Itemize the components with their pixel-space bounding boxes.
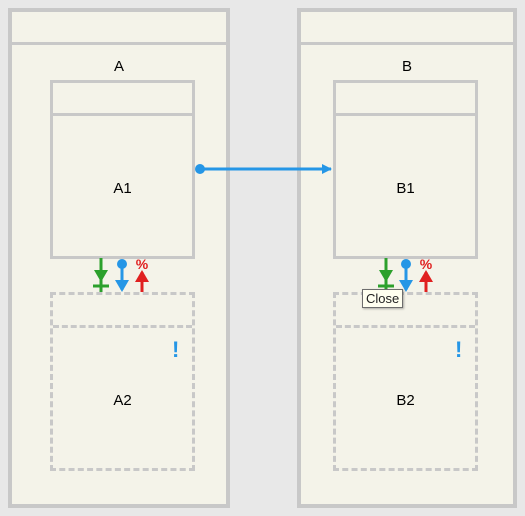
node-b2-header[interactable] xyxy=(336,295,475,328)
dot-arrow-down-icon[interactable] xyxy=(399,259,413,292)
percent-arrow-up-icon[interactable]: % xyxy=(419,256,433,292)
dot-arrow-down-icon[interactable] xyxy=(115,259,129,292)
pane-b-title: B xyxy=(401,58,412,75)
percent-symbol-a: % xyxy=(136,256,149,272)
alert-icon-a2: ! xyxy=(172,337,180,362)
node-a1-label: A1 xyxy=(113,180,132,197)
alert-icon-b2: ! xyxy=(455,337,463,362)
pane-a-header[interactable] xyxy=(12,12,226,45)
pane-b-header[interactable] xyxy=(301,12,513,45)
node-a1[interactable]: A1 xyxy=(50,80,195,259)
connector-arrow-a1-b1[interactable] xyxy=(195,164,332,174)
node-b1-header[interactable] xyxy=(336,83,475,116)
node-a1-header[interactable] xyxy=(53,83,192,116)
node-b1[interactable]: B1 xyxy=(333,80,478,259)
node-a2-header[interactable] xyxy=(53,295,192,328)
pane-a-title: A xyxy=(113,58,124,75)
node-a2-label: A2 xyxy=(113,392,132,409)
arrow-down-bar-icon[interactable] xyxy=(93,258,109,292)
percent-arrow-up-icon[interactable]: % xyxy=(135,256,149,292)
percent-symbol-b: % xyxy=(420,256,433,272)
tooltip: Close xyxy=(362,289,404,308)
node-b1-label: B1 xyxy=(396,180,415,197)
node-b2-label: B2 xyxy=(396,392,415,409)
node-a2[interactable]: ! A2 xyxy=(50,292,195,471)
node-b2[interactable]: ! B2 xyxy=(333,292,478,471)
arrow-down-bar-icon[interactable] xyxy=(378,258,394,292)
